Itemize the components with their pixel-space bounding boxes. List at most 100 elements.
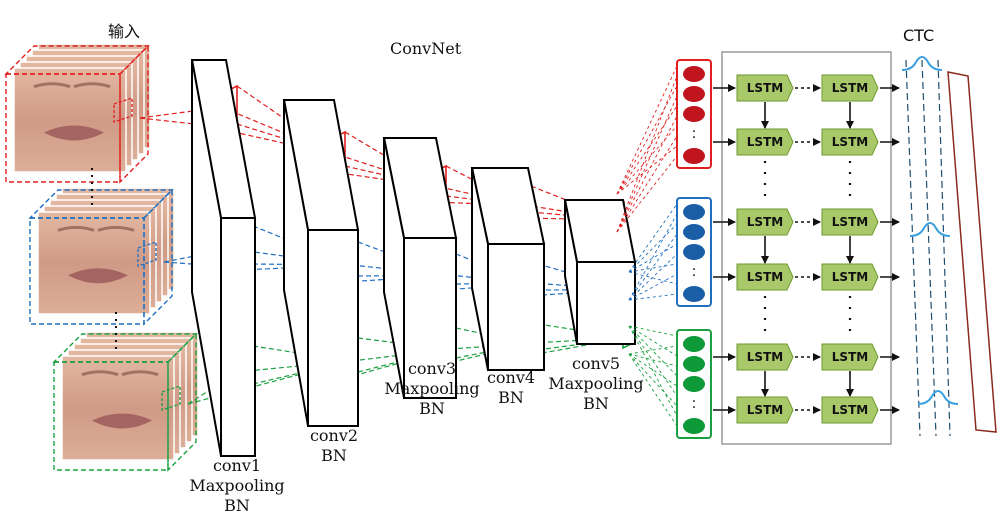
lstm-cell-shape	[821, 74, 879, 102]
lstm-cell-shape	[736, 74, 794, 102]
feature-fan-line	[628, 345, 678, 355]
lstm-cell: LSTM	[736, 396, 794, 424]
input-label: 输入	[108, 22, 140, 41]
lstm-cell-label: LSTM	[747, 81, 783, 95]
input-frame-stacks	[4, 43, 199, 472]
input-cube-front	[53, 361, 169, 471]
conv-block-3	[382, 137, 458, 399]
feature-node	[683, 148, 705, 164]
feature-fan-line	[628, 233, 678, 301]
feature-node	[683, 418, 705, 434]
feature-vector-blue: ··	[628, 197, 712, 307]
input-kernel-box	[137, 241, 157, 267]
conv-label-conv3-line-3: BN	[419, 399, 445, 418]
feature-fan-line	[616, 65, 678, 195]
lstm-cell: LSTM	[736, 263, 794, 291]
input-kernel-box	[161, 385, 181, 411]
feature-fan-line	[628, 203, 678, 273]
feature-fan-line	[628, 263, 678, 273]
lstm-cell-shape	[736, 343, 794, 371]
conv-block-1	[190, 59, 257, 457]
conv-block-front	[576, 261, 636, 345]
input-lip-shape	[68, 268, 128, 284]
conv-block-2	[282, 99, 360, 427]
conv-label-conv4-line-2: BN	[498, 388, 524, 407]
conv-layer-blocks	[190, 59, 637, 457]
lstm-cell-shape	[736, 208, 794, 236]
input-frame	[13, 67, 127, 173]
feature-fan-line	[628, 325, 678, 397]
lstm-cell-label: LSTM	[747, 270, 783, 284]
feature-fan-line	[628, 325, 678, 377]
input-kernel-box	[113, 97, 133, 123]
conv-block-front	[487, 243, 545, 371]
conv-label-conv2-line-1: conv2	[310, 426, 358, 445]
input-lip-shape	[44, 125, 104, 141]
input-stack-red	[4, 43, 151, 184]
lstm-cell-shape	[821, 208, 879, 236]
lstm-cell-shape	[736, 128, 794, 156]
feature-dots: ·	[692, 262, 696, 278]
feature-fan-line	[628, 325, 678, 337]
feature-fan-line	[628, 223, 678, 273]
lstm-cell-label: LSTM	[747, 135, 783, 149]
rf-line	[455, 327, 531, 345]
input-stack-blue	[28, 187, 175, 326]
feature-dots: ·	[692, 394, 696, 410]
ctc-sequence-line	[905, 59, 921, 437]
input-stack-green	[52, 331, 199, 472]
conv-label-conv1-line-2: Maxpooling	[189, 476, 284, 495]
conv-label-conv4-line-1: conv4	[487, 368, 535, 387]
lstm-cell: LSTM	[821, 343, 879, 371]
ctc-probability-wave	[909, 222, 951, 237]
ctc-sequence-line	[937, 59, 951, 437]
feature-node	[683, 224, 705, 240]
feature-fan-line	[616, 155, 678, 233]
conv-block-5	[563, 199, 637, 345]
conv-block-front	[403, 237, 457, 399]
lstm-cell-label: LSTM	[747, 215, 783, 229]
feature-node	[683, 106, 705, 122]
feature-fan-line	[628, 325, 678, 417]
feature-node	[683, 376, 705, 392]
input-cube-front	[29, 217, 145, 325]
lstm-cell-shape	[821, 128, 879, 156]
feature-node	[683, 66, 705, 82]
input-frame-texture	[81, 370, 159, 377]
lstm-cell-shape	[821, 343, 879, 371]
feature-fan-line	[628, 353, 678, 427]
conv-label-conv2-line-2: BN	[321, 446, 347, 465]
rf-line	[224, 129, 338, 156]
feature-fan-line	[616, 75, 678, 233]
input-cube-side	[119, 44, 149, 184]
feature-fan-line	[616, 115, 678, 233]
feature-node	[683, 204, 705, 220]
lstm-cell-label: LSTM	[832, 135, 868, 149]
lstm-cell: LSTM	[821, 263, 879, 291]
feature-node	[683, 86, 705, 102]
feature-fan-line	[616, 135, 678, 233]
lstm-cell: LSTM	[736, 343, 794, 371]
feature-vector-red: ··	[616, 59, 712, 233]
lstm-cell: LSTM	[821, 208, 879, 236]
lstm-cell-shape	[821, 263, 879, 291]
feature-node	[683, 336, 705, 352]
conv-block-front	[220, 217, 256, 457]
ctc-output	[901, 56, 997, 437]
feature-fan-line	[628, 213, 678, 301]
feature-node	[683, 356, 705, 372]
conv-label-conv3-line-2: Maxpooling	[384, 379, 479, 398]
feature-fan-line	[628, 253, 678, 301]
lstm-cell: LSTM	[736, 208, 794, 236]
ctc-probability-wave	[901, 56, 943, 71]
feature-vectors: ······	[616, 59, 712, 439]
conv-label-conv5-line-3: BN	[583, 394, 609, 413]
lstm-cell: LSTM	[821, 74, 879, 102]
lstm-cell: LSTM	[821, 396, 879, 424]
feature-dots: ·	[692, 124, 696, 140]
lstm-cell: LSTM	[736, 128, 794, 156]
feature-fan-line	[616, 85, 678, 195]
feature-node	[683, 286, 705, 302]
feature-dots-2: ·	[692, 130, 696, 146]
